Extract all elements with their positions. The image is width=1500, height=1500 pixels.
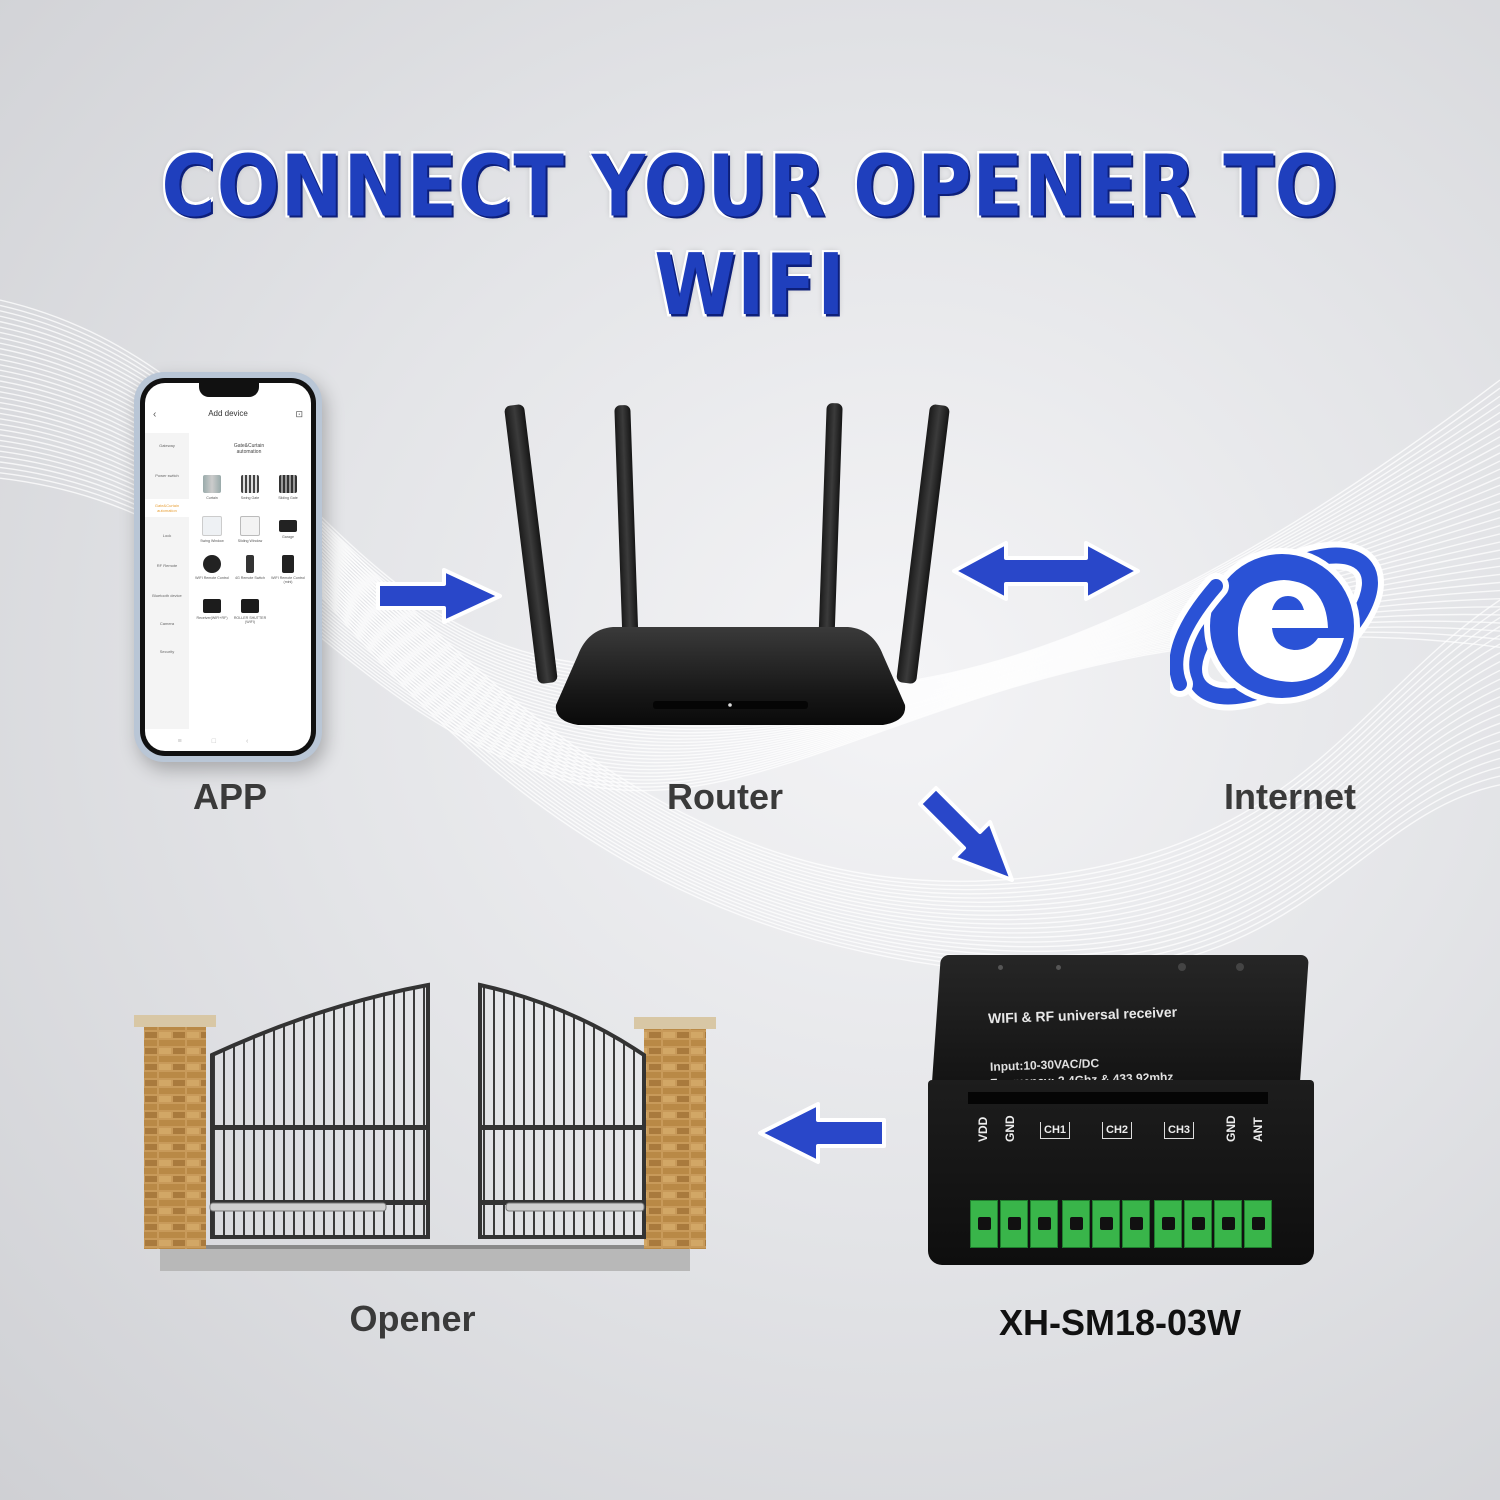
tile-garage[interactable]: Garage — [271, 516, 305, 539]
back-icon[interactable]: ‹ — [153, 409, 157, 420]
wifi-rf-receiver-device: WIFI & RF universal receiver Input:10-30… — [928, 955, 1314, 1267]
wave-line — [299, 539, 1500, 934]
wave-line — [299, 519, 1500, 908]
pin-label-vdd: VDD — [976, 1116, 990, 1142]
device-button — [1236, 963, 1244, 971]
pin-label-ch3: CH3 — [1164, 1122, 1195, 1139]
arrow-left-icon — [758, 1102, 886, 1164]
sidebar-item-security[interactable]: Security — [159, 649, 175, 654]
wave-line — [299, 525, 1500, 916]
label-internet: Internet — [1223, 776, 1356, 817]
label-app: APP — [192, 776, 268, 817]
wave-line — [299, 549, 1500, 948]
label-device-model: XH-SM18-03W — [998, 1302, 1242, 1343]
device-button — [1178, 963, 1186, 971]
phone-bezel: ‹ Add device ⊡ Gateway Power switch Gate… — [140, 378, 316, 756]
wave-line — [299, 499, 1500, 882]
tile-label: Swing Gate — [240, 496, 260, 500]
tile-label: Receiver(WIFI+RF) — [196, 616, 228, 620]
scan-icon[interactable]: ⊡ — [295, 409, 303, 419]
device-led — [998, 965, 1003, 970]
tile-swing-gate[interactable]: Swing Gate — [233, 475, 267, 500]
phone-notch — [199, 383, 259, 397]
wave-line — [299, 545, 1500, 943]
tile-receiver-wifi-rf[interactable]: Receiver(WIFI+RF) — [195, 599, 229, 620]
tile-sliding-window[interactable]: Sliding Window — [233, 516, 267, 543]
pin-label-ch2: CH2 — [1102, 1122, 1133, 1139]
tile-label: Sliding Gate — [278, 496, 298, 500]
wave-line — [299, 506, 1500, 891]
wave-line — [299, 552, 1500, 953]
wave-line — [299, 555, 1500, 957]
arrow-down-right-icon — [918, 786, 1014, 882]
tile-wifi-remote-mini[interactable]: WIFI Remote Control (mini) — [271, 555, 305, 584]
device-led — [1056, 965, 1061, 970]
phone-screen: ‹ Add device ⊡ Gateway Power switch Gate… — [145, 383, 311, 751]
router-body — [555, 627, 906, 725]
arrow-right-icon — [376, 568, 502, 624]
app-sidebar: Gateway Power switch Gate&Curtain automa… — [145, 433, 189, 729]
app-header-title: Add device — [208, 409, 248, 418]
tile-label: WIFI Remote Control (mini) — [271, 576, 305, 584]
arrow-bidirectional-icon — [952, 541, 1140, 601]
pin-label-ant: ANT — [1251, 1117, 1265, 1142]
wave-line — [299, 535, 1500, 930]
pin-label-ch1: CH1 — [1040, 1122, 1071, 1139]
pin-label-gnd-2: GND — [1224, 1115, 1238, 1142]
tile-label: WIFI Remote Control — [195, 576, 229, 580]
tile-sliding-gate[interactable]: Sliding Gate — [271, 475, 305, 500]
section-title-line2: automation — [236, 449, 262, 455]
label-router: Router — [667, 776, 783, 817]
wave-line — [299, 516, 1500, 903]
tile-label: Curtain — [206, 496, 218, 500]
pin-label-gnd: GND — [1003, 1115, 1017, 1142]
app-section-title: Gate&Curtain automation — [193, 443, 305, 455]
tile-roller-shutter[interactable]: ROLLER SHUTTER (WIFI) — [233, 599, 267, 624]
wave-line — [299, 522, 1500, 912]
page-title: CONNECT YOUR OPENER TO WIFI — [161, 137, 1339, 335]
tile-label: ROLLER SHUTTER (WIFI) — [233, 616, 267, 624]
section-title-line1: Gate&Curtain — [233, 443, 265, 449]
sidebar-item-camera[interactable]: Camera — [159, 621, 175, 626]
tile-label: Swing Window — [200, 539, 224, 543]
wave-line — [299, 502, 1500, 887]
smartphone: ‹ Add device ⊡ Gateway Power switch Gate… — [134, 372, 322, 762]
wave-line — [299, 512, 1500, 899]
wave-line — [299, 542, 1500, 939]
terminal-block — [970, 1200, 1274, 1250]
wave-line — [299, 509, 1500, 895]
sidebar-item-rf-remote[interactable]: RF Remote — [156, 563, 178, 568]
phone-nav-bar: ≡□‹ — [177, 738, 279, 745]
wave-line — [299, 532, 1500, 925]
tile-4g-remote-switch[interactable]: 4G Remote Switch — [233, 555, 267, 580]
label-opener: Opener — [349, 1298, 476, 1339]
sidebar-item-bluetooth[interactable]: Bluetooth device — [152, 593, 182, 598]
sidebar-item-power-switch[interactable]: Power switch — [155, 473, 179, 478]
swing-gate-image — [134, 982, 716, 1271]
device-slot — [968, 1092, 1268, 1104]
tile-swing-window[interactable]: Swing Window — [195, 516, 229, 543]
tile-curtain[interactable]: Curtain — [195, 475, 229, 500]
sidebar-item-lock[interactable]: Lock — [162, 533, 172, 538]
sidebar-item-gateway[interactable]: Gateway — [159, 443, 175, 448]
internet-explorer-icon — [1170, 541, 1384, 711]
sidebar-item-gate-curtain[interactable]: Gate&Curtain automation — [145, 499, 189, 517]
tile-label: Sliding Window — [237, 539, 263, 543]
tile-wifi-remote-control[interactable]: WIFI Remote Control — [195, 555, 229, 580]
wave-line — [299, 529, 1500, 921]
tile-label: 4G Remote Switch — [235, 576, 265, 580]
tile-label: Garage — [282, 535, 294, 539]
